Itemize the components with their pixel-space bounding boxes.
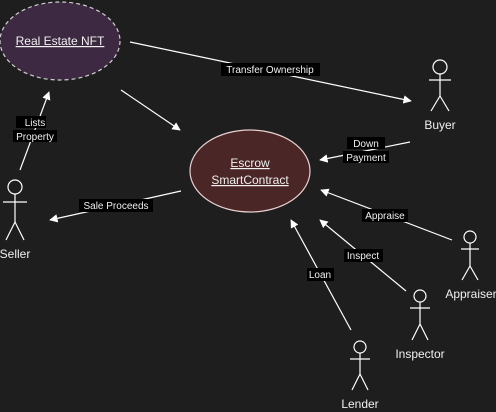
lender-label: Lender (341, 397, 378, 411)
escrow-label-line2: SmartContract (211, 173, 289, 187)
seller-label: Seller (0, 247, 30, 261)
down-text: Down (353, 139, 379, 150)
lists-text: Lists (25, 118, 46, 129)
buyer-figure-icon (429, 59, 451, 112)
payment-text: Payment (346, 153, 386, 164)
escrow-label-line1: Escrow (230, 156, 270, 170)
nft-to-escrow-arrow (120, 89, 181, 131)
appraiser-figure-icon (461, 230, 479, 281)
appraiser-actor[interactable]: Appraiser (445, 230, 496, 301)
appraise-text: Appraise (365, 211, 405, 222)
edge-labels: Transfer Ownership Lists Property Down P… (13, 63, 408, 281)
inspect-text: Inspect (347, 251, 379, 262)
transfer-ownership-label: Transfer Ownership (221, 63, 320, 76)
loan-label: Loan (307, 268, 334, 281)
inspector-label: Inspector (395, 347, 444, 361)
real-estate-nft-label: Real Estate NFT (16, 34, 105, 48)
sale-proceeds-label: Sale Proceeds (79, 199, 153, 212)
transfer-ownership-text: Transfer Ownership (226, 65, 314, 76)
inspector-actor[interactable]: Inspector (395, 289, 445, 361)
inspector-figure-icon (410, 289, 430, 341)
buyer-actor[interactable]: Buyer (424, 59, 456, 132)
lists-property-label: Lists Property (13, 116, 57, 143)
escrow-smartcontract-node[interactable]: Escrow SmartContract (189, 129, 311, 213)
appraiser-label: Appraiser (445, 287, 496, 301)
appraise-label: Appraise (362, 209, 408, 222)
lender-actor[interactable]: Lender (341, 340, 379, 411)
seller-actor[interactable]: Seller (0, 179, 30, 261)
seller-figure-icon (3, 179, 27, 241)
buyer-label: Buyer (424, 118, 455, 132)
real-estate-nft-node[interactable]: Real Estate NFT (0, 1, 121, 81)
loan-text: Loan (309, 270, 331, 281)
sale-proceeds-text: Sale Proceeds (83, 201, 148, 212)
property-text: Property (16, 132, 54, 143)
lender-figure-icon (350, 340, 370, 391)
inspect-label: Inspect (344, 249, 383, 262)
down-payment-label: Down Payment (343, 137, 389, 164)
